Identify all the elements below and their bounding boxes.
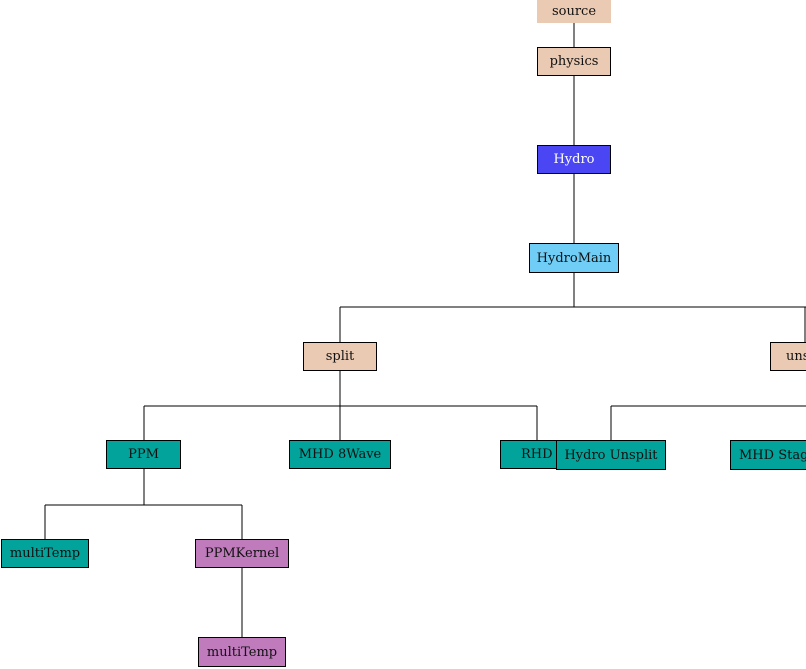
node-unsplit: uns (770, 342, 806, 371)
node-split: split (303, 342, 377, 371)
node-rhd-label: RHD (521, 447, 553, 462)
node-multitemp-1: multiTemp (1, 539, 89, 568)
node-hydromain-label: HydroMain (536, 250, 612, 266)
node-hydro-label: Hydro (553, 152, 595, 167)
node-ppmkernel: PPMKernel (195, 539, 289, 568)
node-multitemp-1-label: multiTemp (9, 546, 81, 561)
node-ppm-label: PPM (128, 447, 159, 462)
node-mhd-8wave-label: MHD 8Wave (298, 447, 382, 462)
node-hydro: Hydro (537, 145, 611, 174)
node-mhd-8wave: MHD 8Wave (289, 440, 391, 469)
node-unsplit-label: uns (786, 349, 806, 364)
node-source: source (537, 0, 611, 23)
node-physics: physics (537, 47, 611, 76)
node-multitemp-2: multiTemp (198, 637, 286, 667)
node-mhd-stag: MHD Stag (730, 440, 806, 470)
node-split-label: split (325, 349, 355, 364)
node-mhd-stag-label: MHD Stag (739, 447, 806, 463)
node-hydromain: HydroMain (529, 243, 619, 273)
node-hydro-unsplit-label: Hydro Unsplit (564, 447, 658, 463)
node-hydro-unsplit: Hydro Unsplit (556, 440, 666, 470)
node-multitemp-2-label: multiTemp (206, 644, 278, 660)
node-physics-label: physics (549, 54, 599, 69)
node-ppmkernel-label: PPMKernel (204, 546, 280, 561)
node-ppm: PPM (106, 440, 181, 469)
node-source-label: source (551, 4, 597, 19)
